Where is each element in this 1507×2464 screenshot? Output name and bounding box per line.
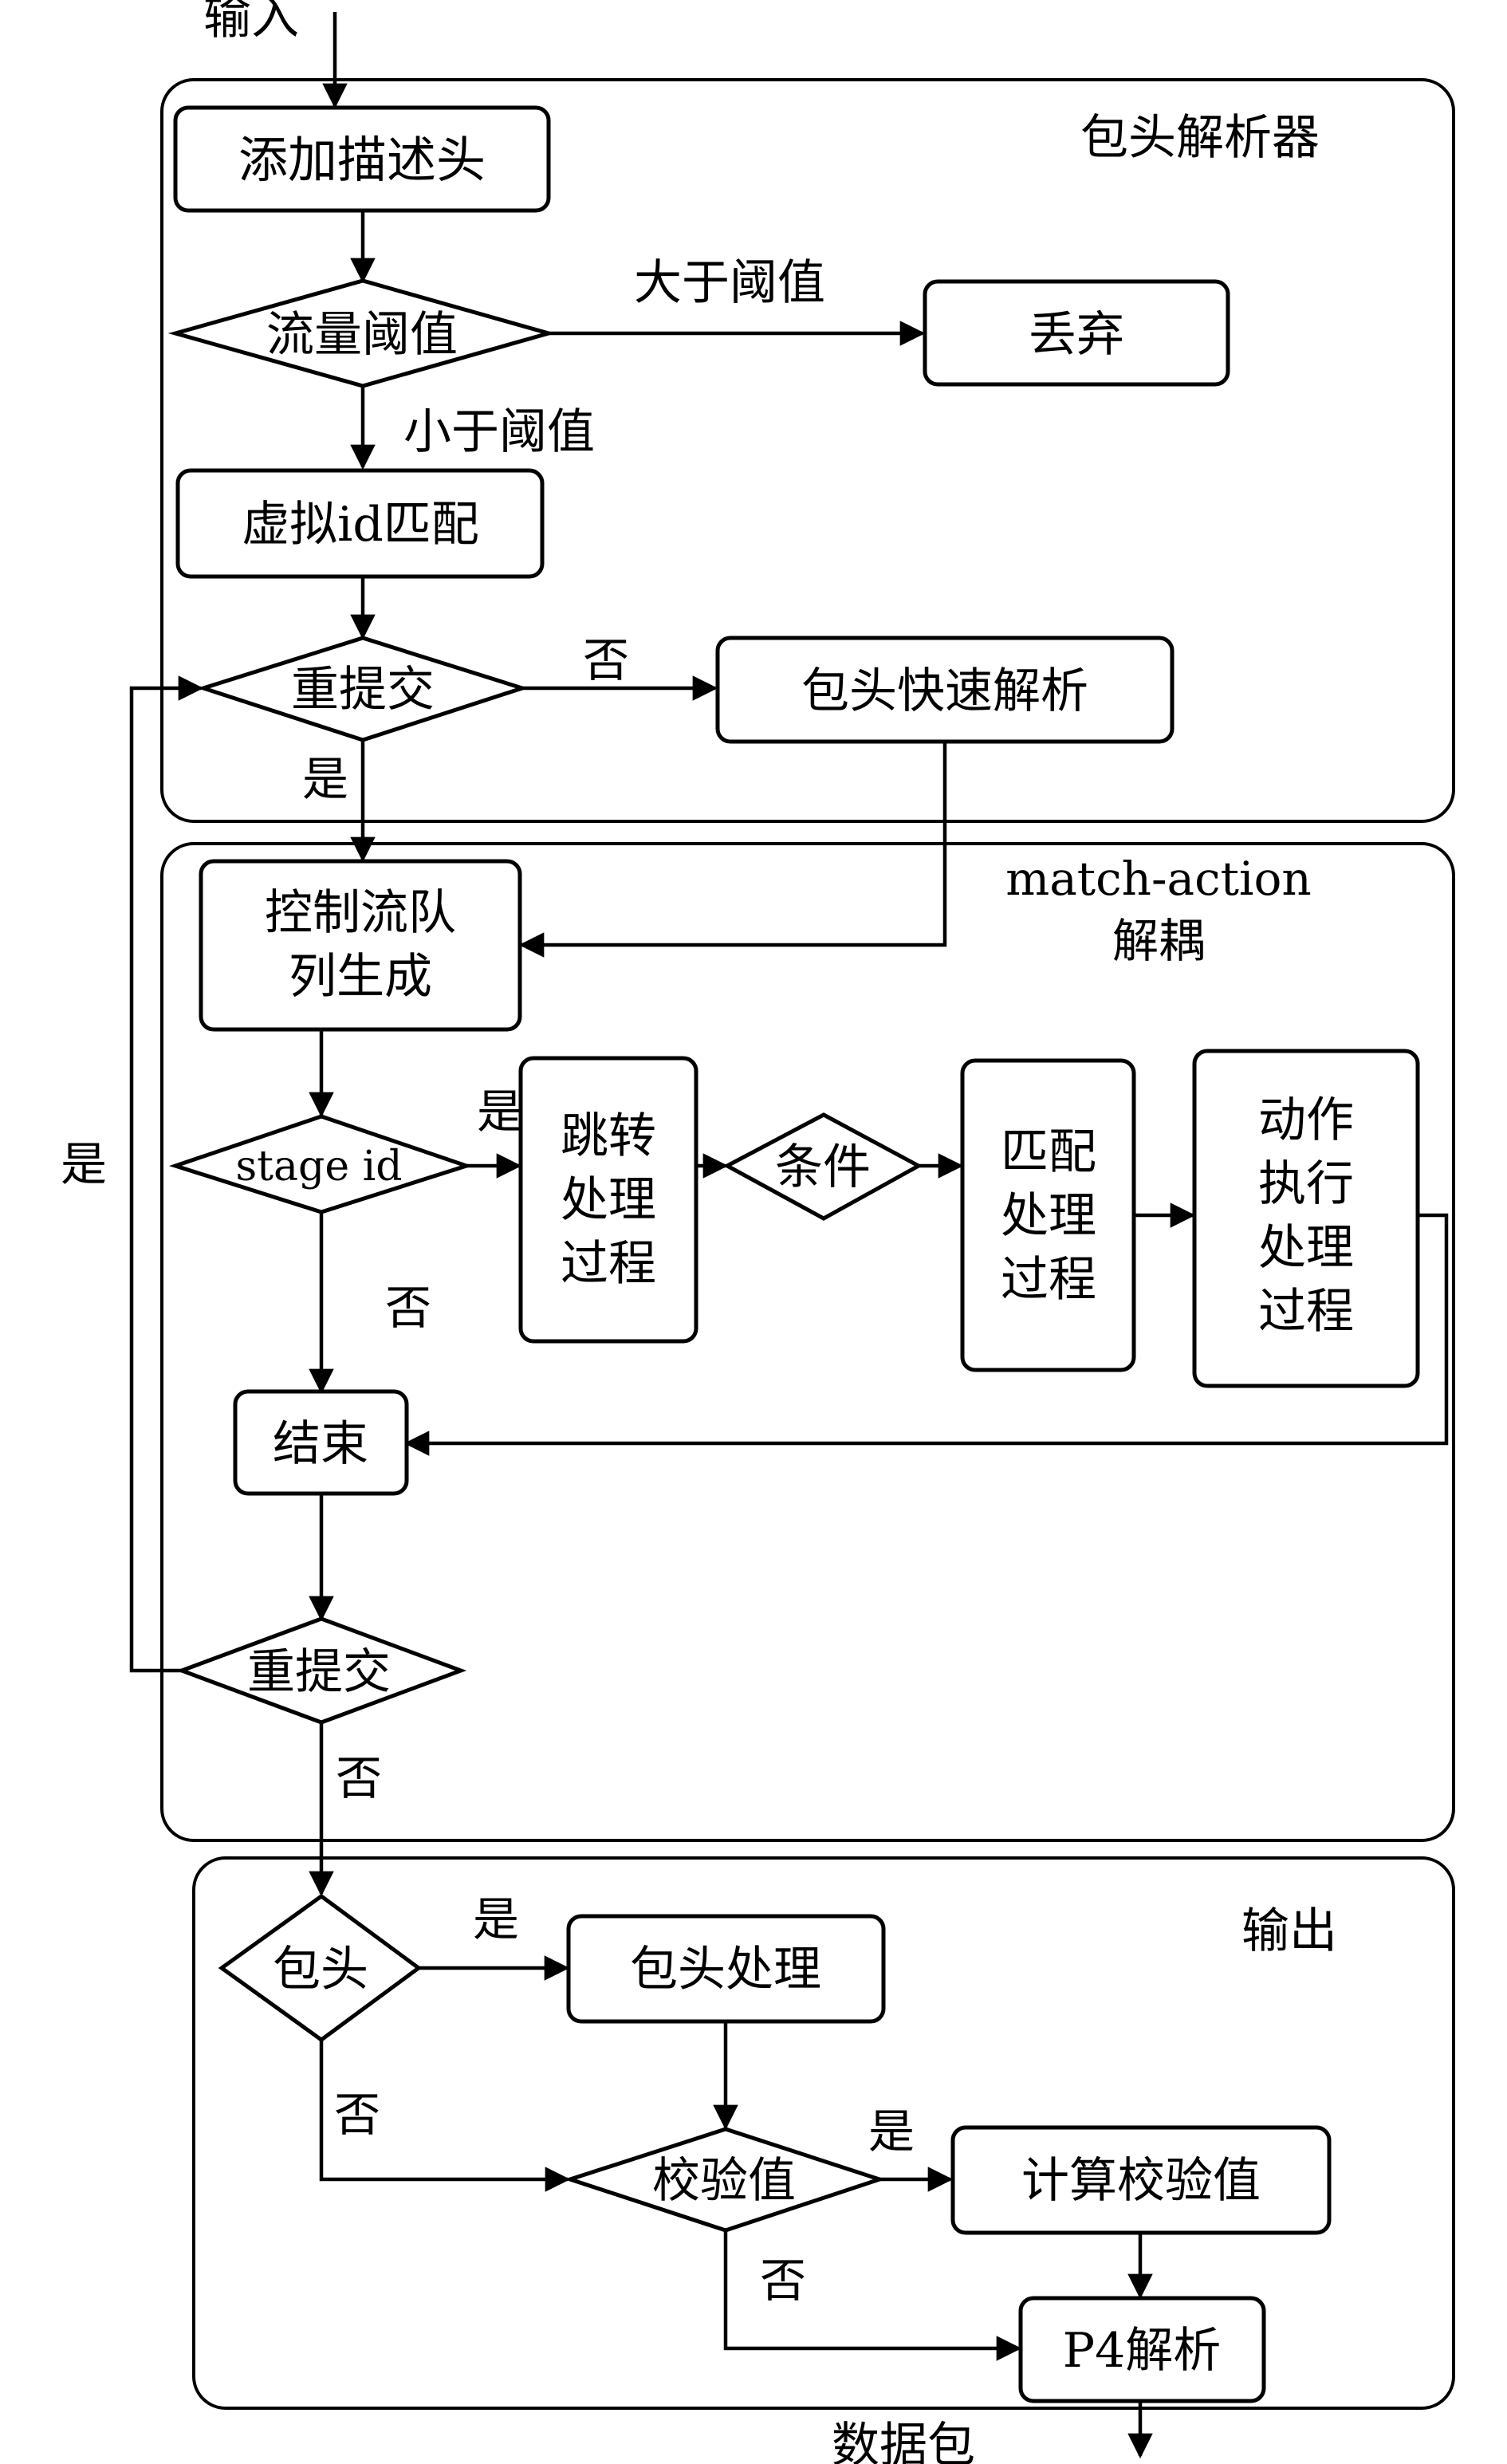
edge-label-yes-stage: 是 <box>477 1084 523 1139</box>
node-discard: 丢弃 <box>923 279 1230 387</box>
node-flow-threshold: 流量阈值 <box>167 278 557 388</box>
svg-text:跳转: 跳转 <box>561 1108 656 1164</box>
node-compute-checksum: 计算校验值 <box>950 2125 1332 2235</box>
svg-text:执行: 执行 <box>1258 1156 1354 1212</box>
section-title-output: 输出 <box>1241 1903 1337 1959</box>
edge-label-no-stage: 否 <box>385 1281 431 1335</box>
svg-text:包头处理: 包头处理 <box>630 1942 821 1998</box>
svg-text:stage id: stage id <box>235 1143 402 1191</box>
svg-text:过程: 过程 <box>561 1236 656 1292</box>
node-header-decision: 包头 <box>218 1893 423 2043</box>
svg-text:处理: 处理 <box>561 1172 656 1228</box>
edge-label-below-threshold: 小于阈值 <box>403 404 595 460</box>
section-title-decoupling: 解耦 <box>1112 914 1205 968</box>
svg-text:条件: 条件 <box>775 1140 871 1195</box>
node-action-process: 动作 执行 处理 过程 <box>1192 1049 1420 1388</box>
svg-text:控制流队: 控制流队 <box>265 885 456 941</box>
edge-label-yes-header: 是 <box>473 1892 519 1946</box>
svg-text:重提交: 重提交 <box>291 662 435 718</box>
node-match-process: 匹配 处理 过程 <box>960 1058 1136 1372</box>
svg-text:处理: 处理 <box>1001 1188 1096 1244</box>
section-output <box>192 1856 1455 2410</box>
node-virtual-id-match: 虚拟id匹配 <box>175 468 545 579</box>
input-label: 输入 <box>203 0 299 45</box>
node-control-flow-queue: 控制流队 列生成 <box>199 859 522 1032</box>
edge-action-to-end <box>403 1213 1449 1456</box>
node-jump-process: 跳转 处理 过程 <box>518 1056 698 1344</box>
svg-text:匹配: 匹配 <box>1001 1124 1096 1180</box>
section-match-action <box>160 842 1455 1842</box>
svg-text:流量阈值: 流量阈值 <box>266 307 458 363</box>
edge-checksum-to-p4 <box>723 2230 1022 2361</box>
svg-text:处理: 处理 <box>1258 1220 1354 1276</box>
edge-label-yes-checksum: 是 <box>868 2104 915 2159</box>
svg-text:P4解析: P4解析 <box>1063 2323 1222 2379</box>
edge-label-no-checksum: 否 <box>760 2253 806 2308</box>
node-condition: 条件 <box>722 1112 923 1221</box>
svg-text:包头快速解析: 包头快速解析 <box>801 663 1088 719</box>
edge-resubmit-loop <box>129 675 204 1673</box>
edge-label-yes-resubmit-top: 是 <box>302 752 348 806</box>
svg-text:虚拟id匹配: 虚拟id匹配 <box>242 497 479 553</box>
node-end: 结束 <box>233 1389 409 1496</box>
edge-label-no-resubmit-bottom: 否 <box>336 1751 382 1805</box>
node-stage-id: stage id <box>168 1114 473 1214</box>
edge-header-to-checksum <box>319 2040 571 2192</box>
svg-text:结束: 结束 <box>273 1416 368 1472</box>
svg-text:重提交: 重提交 <box>247 1644 391 1700</box>
edge-label-above-threshold: 大于阈值 <box>634 255 825 311</box>
edge-label-no-header: 否 <box>334 2088 380 2142</box>
node-add-descriptor: 添加描述头 <box>173 105 551 213</box>
edge-label-no-resubmit-top: 否 <box>583 633 629 687</box>
svg-text:动作: 动作 <box>1258 1092 1354 1148</box>
svg-text:丢弃: 丢弃 <box>1029 307 1124 363</box>
edge-label-yes-loop: 是 <box>61 1137 107 1191</box>
edge-fastparse-to-control <box>518 742 947 958</box>
node-header-process: 包头处理 <box>566 1914 886 2024</box>
node-fast-header-parse: 包头快速解析 <box>715 636 1175 744</box>
output-label: 数据包 <box>832 2418 975 2464</box>
node-checksum-decision: 校验值 <box>563 2127 886 2233</box>
svg-text:校验值: 校验值 <box>652 2153 796 2209</box>
node-resubmit-top: 重提交 <box>196 636 529 742</box>
section-title-header-parser: 包头解析器 <box>1080 110 1320 166</box>
svg-text:列生成: 列生成 <box>289 949 432 1005</box>
node-p4-parse: P4解析 <box>1018 2296 1266 2403</box>
svg-text:添加描述头: 添加描述头 <box>238 131 486 189</box>
section-header-parser <box>160 78 1455 823</box>
section-title-match-action: match-action <box>1005 852 1312 906</box>
svg-text:包头: 包头 <box>273 1942 368 1998</box>
svg-text:计算校验值: 计算校验值 <box>1021 2153 1261 2209</box>
node-resubmit-bottom: 重提交 <box>175 1616 467 1725</box>
svg-text:过程: 过程 <box>1258 1284 1354 1340</box>
svg-text:过程: 过程 <box>1001 1252 1096 1308</box>
